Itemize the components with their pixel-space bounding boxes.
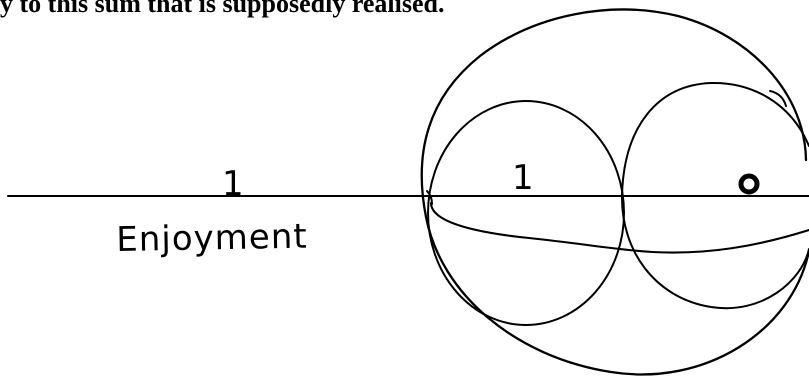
curved-lower-line bbox=[429, 201, 809, 254]
enjoyment-label: Enjoyment bbox=[115, 216, 308, 260]
right-inner-circle bbox=[620, 81, 809, 310]
cropped-sentence: y to this sum that is supposedly realise… bbox=[0, 0, 445, 18]
large-circle bbox=[420, 8, 809, 376]
right-zero-mark: 0 bbox=[738, 173, 760, 195]
large-circle-overlap-mark bbox=[769, 90, 787, 107]
middle-circle-label: 1 bbox=[512, 158, 534, 198]
left-inner-circle bbox=[427, 100, 625, 326]
left-segment-label: 1 bbox=[222, 164, 244, 204]
left-intersection-mark bbox=[426, 190, 433, 205]
